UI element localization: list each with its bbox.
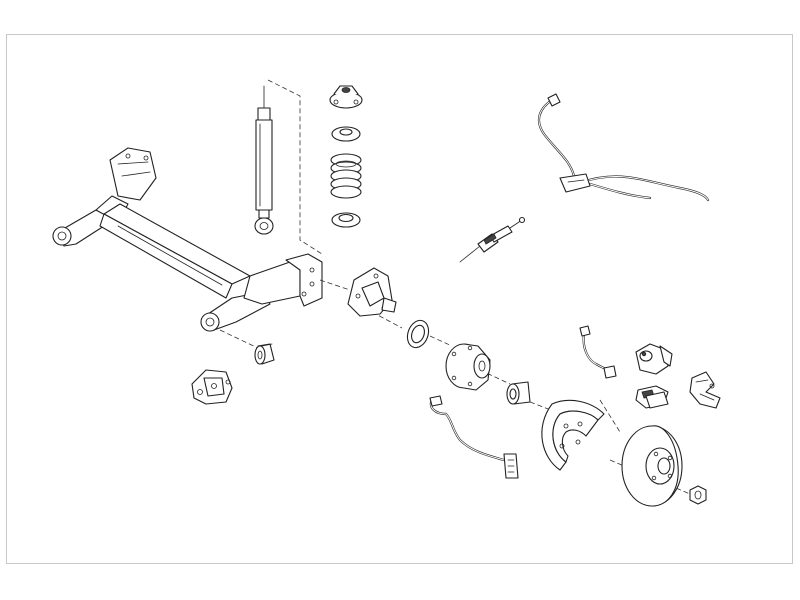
axle-bushing-icon bbox=[254, 343, 275, 365]
splash-shield-icon bbox=[541, 399, 605, 471]
diagram-frame bbox=[6, 34, 793, 564]
rear-axle-beam-icon bbox=[52, 147, 323, 332]
axle-nut-icon bbox=[689, 485, 707, 505]
shock-absorber-icon bbox=[254, 85, 274, 235]
abs-sensor-icon bbox=[579, 325, 617, 379]
spring-seat-upper-icon bbox=[331, 126, 361, 142]
top-mount-icon bbox=[329, 85, 363, 109]
mounting-bracket-icon bbox=[191, 369, 233, 405]
wheel-hub-icon bbox=[445, 343, 491, 391]
spring-seat-lower-icon bbox=[331, 212, 361, 228]
caliper-bracket-icon bbox=[689, 371, 721, 409]
wheel-carrier-icon bbox=[347, 267, 397, 317]
brake-disc-icon bbox=[621, 425, 683, 507]
brake-hose-icon bbox=[459, 216, 526, 263]
wheel-bearing-icon bbox=[506, 381, 531, 405]
coil-spring-icon bbox=[330, 153, 362, 199]
abs-sensor-cable-icon bbox=[537, 93, 710, 202]
wear-sensor-icon bbox=[429, 395, 519, 479]
brake-pads-icon bbox=[635, 385, 669, 409]
brake-caliper-icon bbox=[635, 343, 673, 375]
shaft-seal-icon bbox=[406, 319, 430, 349]
